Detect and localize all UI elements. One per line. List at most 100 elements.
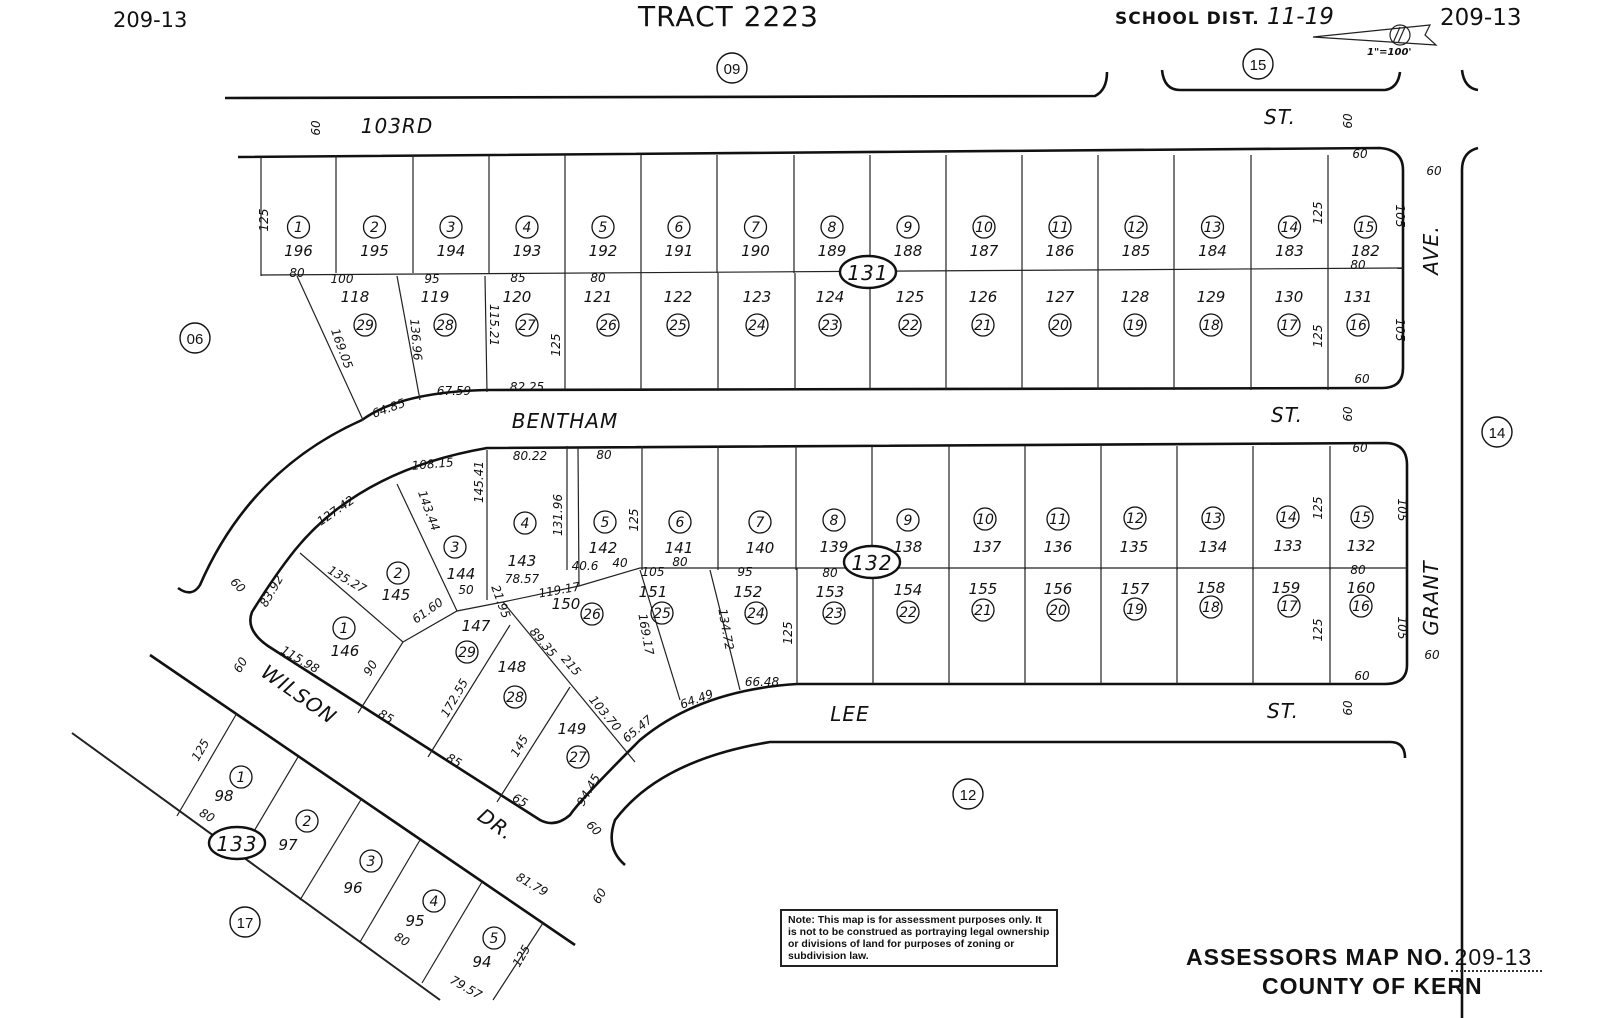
block-oval	[842, 544, 902, 580]
lot-number: 19	[1126, 318, 1144, 334]
dimension-label: 94.45	[574, 772, 603, 809]
dimension-label: 82.25	[510, 380, 544, 394]
dimension-label: 78.57	[505, 572, 540, 586]
dimension-label: 125	[189, 737, 213, 764]
dimension-label: 100	[331, 272, 354, 286]
lot-number: 21	[974, 603, 992, 619]
lot-number: 7	[756, 515, 765, 531]
lot-number: 18	[1202, 600, 1220, 616]
lot-number-circle	[591, 215, 615, 239]
dimension-label: 50	[458, 583, 474, 597]
street-lines	[71, 69, 1479, 1018]
lot-number-circle	[593, 510, 617, 534]
lot-line	[299, 797, 363, 901]
lot-number-circle	[1349, 594, 1373, 618]
lot-number-circle	[971, 598, 995, 622]
lot-number-circle	[972, 215, 996, 239]
dimension-label: 135.27	[325, 563, 369, 596]
lot-number-circle	[229, 765, 253, 789]
dimension-label: 80	[1350, 563, 1366, 577]
lot-number: 13	[1204, 220, 1222, 236]
lot-number: 2	[394, 566, 403, 582]
county-label: COUNTY OF KERN	[1262, 973, 1483, 999]
parcel-number: 159	[1272, 579, 1301, 597]
parcel-number: 189	[818, 242, 847, 260]
lot-number: 22	[899, 605, 917, 621]
parcel-number: 127	[1046, 288, 1075, 306]
dimension-label: 125	[627, 509, 641, 532]
parcel-number: 131	[1344, 288, 1373, 306]
lot-number: 1	[294, 220, 303, 236]
dimension-label: 125	[510, 943, 534, 970]
lot-line	[176, 712, 238, 817]
dimension-label: 125	[257, 209, 271, 232]
dimension-label: 81.79	[514, 870, 551, 899]
lot-number-circle	[332, 616, 356, 640]
dimension-label: 89.35	[527, 625, 560, 660]
dimension-label: 80.22	[513, 449, 547, 463]
parcel-number: 158	[1197, 579, 1226, 597]
lot-number: 8	[828, 220, 837, 236]
lot-number: 2	[370, 220, 379, 236]
lot-number: 23	[825, 606, 843, 622]
lot-number: 25	[669, 318, 687, 334]
dimension-label: 131.96	[551, 494, 565, 536]
lot-number-circle	[566, 745, 590, 769]
dimension-label: 83.92	[257, 573, 286, 610]
street-name: LEE	[830, 702, 869, 726]
lot-number-circle	[1123, 313, 1147, 337]
dimension-label: 80	[822, 566, 838, 580]
dimension-label: 85	[444, 751, 464, 771]
dimension-label: 60	[1341, 406, 1355, 422]
lot-number-circle	[820, 215, 844, 239]
lot-line	[359, 839, 421, 943]
street-name: ST.	[1267, 699, 1299, 723]
lot-number-circle	[1046, 507, 1070, 531]
adjacent-map-circle	[716, 52, 748, 84]
parcel-number: 154	[894, 581, 923, 599]
assessors-map-text: ASSESSORS MAP NO.	[1186, 944, 1451, 970]
lot-number: 3	[447, 220, 456, 236]
lot-line	[402, 567, 1407, 643]
lot-number: 21	[974, 318, 992, 334]
dimension-label: 60	[1352, 441, 1368, 455]
lot-number: 3	[367, 854, 376, 870]
lot-number: 22	[901, 318, 919, 334]
lot-line	[299, 552, 404, 714]
dimension-label: 95	[737, 565, 752, 579]
lot-number: 24	[748, 318, 766, 334]
lot-line	[260, 267, 1404, 276]
parcel-number: 136	[1044, 538, 1073, 556]
dimension-label: 80	[197, 806, 218, 826]
lot-number: 25	[653, 606, 671, 622]
lot-number-circle	[286, 215, 311, 239]
lot-number-circle	[1123, 597, 1147, 621]
parcel-number: 94	[472, 953, 491, 971]
lot-number: 20	[1051, 318, 1069, 334]
street-name: BENTHAM	[512, 409, 619, 433]
lot-number: 11	[1051, 220, 1069, 236]
parcel-number: 160	[1347, 579, 1376, 597]
lot-number-circle	[386, 561, 410, 585]
parcel-number: 121	[584, 288, 613, 306]
lot-number: 15	[1357, 220, 1375, 236]
lot-number-circle	[362, 215, 387, 239]
map-number-left: 209-13	[113, 8, 188, 32]
dimension-label: 64.85	[370, 396, 407, 421]
dimension-label: 125	[1311, 497, 1325, 520]
dimension-label: 125	[1311, 325, 1325, 348]
lot-number-circle	[1199, 313, 1223, 337]
lot-number-circle	[1048, 313, 1072, 337]
lot-number: 14	[1279, 510, 1297, 526]
lot-line	[484, 275, 488, 393]
dimension-label: 125	[781, 622, 795, 645]
dimension-label: 145.41	[472, 461, 486, 503]
lot-number: 4	[430, 894, 439, 910]
lot-number-circle	[515, 215, 539, 239]
lot-number-circle	[596, 313, 620, 337]
parcel-number: 193	[513, 242, 542, 260]
adjacent-map-number: 17	[237, 915, 254, 932]
parcel-number: 125	[896, 288, 925, 306]
lot-number-circle	[1124, 215, 1148, 239]
dimension-label: 80	[289, 266, 305, 280]
